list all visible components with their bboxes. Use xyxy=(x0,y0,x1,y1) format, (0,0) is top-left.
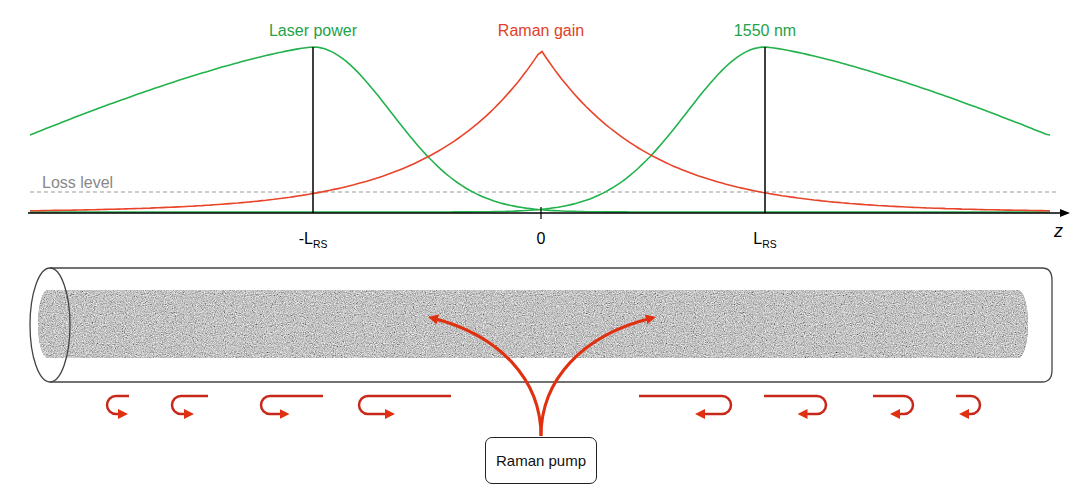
scattering-loop xyxy=(359,396,451,414)
pump-box: Raman pump xyxy=(485,437,597,484)
scattering-loops xyxy=(107,396,980,414)
curve-label: 1550 nm xyxy=(734,22,796,40)
pump-arrow xyxy=(432,318,541,436)
marker-line xyxy=(312,47,314,213)
axis-label: -LRS xyxy=(299,230,328,251)
curve-label: Raman gain xyxy=(498,22,584,40)
fiber-end xyxy=(30,268,70,382)
signal-curve xyxy=(30,47,1050,212)
axis-label: LRS xyxy=(753,230,776,251)
node-text: Raman pump xyxy=(496,452,586,469)
scattering-loop xyxy=(261,396,323,414)
scattering-loop xyxy=(107,396,129,414)
scattering-loop xyxy=(873,396,913,414)
curve-label: Laser power xyxy=(269,22,357,40)
scattering-loop xyxy=(764,396,826,414)
laser-power-curve xyxy=(30,47,1050,212)
fiber-core xyxy=(38,290,1028,358)
scattering-loop xyxy=(639,396,731,414)
z-axis xyxy=(28,212,1068,214)
raman-gain-curve xyxy=(30,52,1050,211)
pump-arrow xyxy=(541,318,652,436)
loss-level-line xyxy=(30,191,1056,192)
axis-label: z xyxy=(1054,222,1063,242)
axis-label: 0 xyxy=(537,230,546,248)
curve-label: Loss level xyxy=(42,174,113,192)
scattering-loop xyxy=(956,396,980,414)
marker-line xyxy=(764,47,766,213)
axis-tick xyxy=(540,207,541,219)
scattering-loop xyxy=(172,396,208,414)
